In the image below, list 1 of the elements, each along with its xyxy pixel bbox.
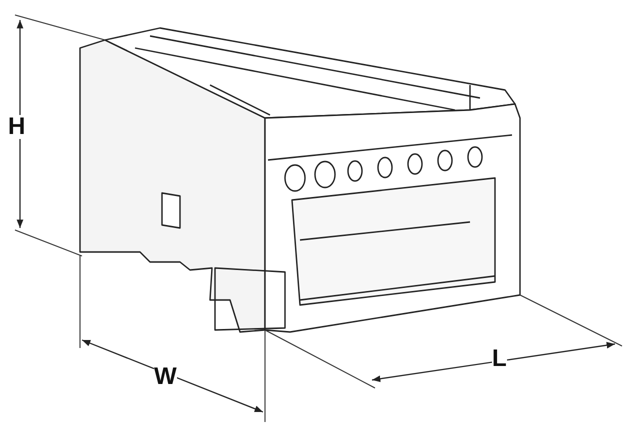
dimension-label: H [8, 115, 26, 139]
